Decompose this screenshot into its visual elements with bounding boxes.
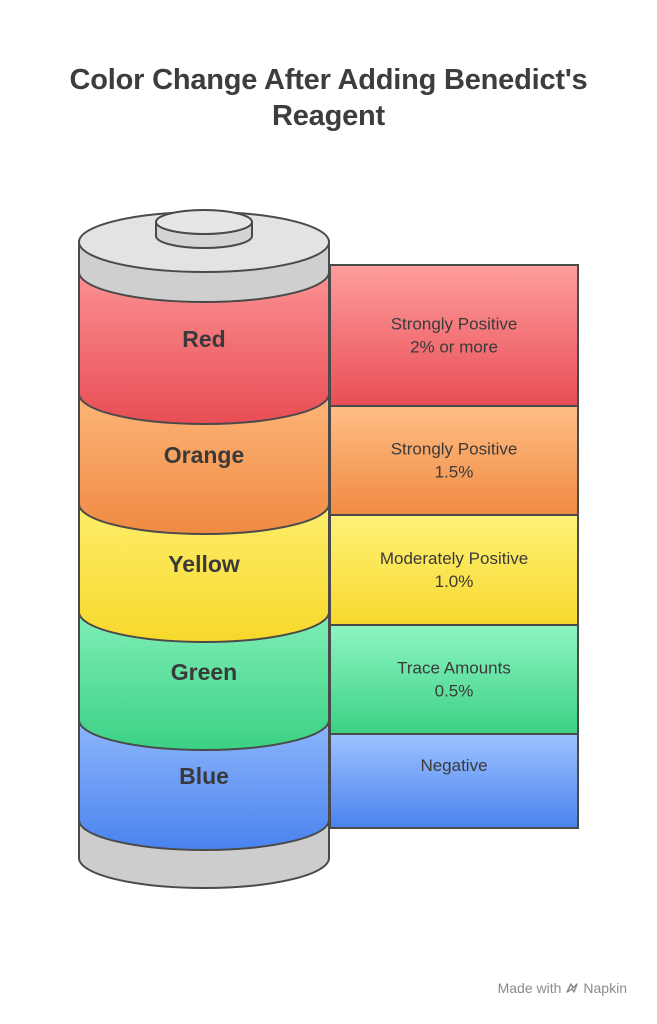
color-label-red: Red — [182, 326, 225, 352]
amount-label-orange: 1.5% — [435, 463, 474, 482]
color-label-yellow: Yellow — [168, 551, 240, 577]
made-with-label: Made with — [497, 980, 562, 996]
napkin-logo-icon — [566, 983, 579, 993]
page-title: Color Change After Adding Benedict's Rea… — [0, 62, 657, 134]
cylinder-terminal-top — [155, 209, 253, 235]
result-panel-red — [329, 264, 579, 407]
result-label-green: Trace Amounts — [397, 659, 511, 678]
result-panel-yellow — [329, 514, 579, 626]
brand-label: Napkin — [583, 980, 627, 996]
color-label-green: Green — [171, 659, 237, 685]
result-label-blue: Negative — [420, 756, 487, 775]
result-panel-blue — [329, 733, 579, 829]
footer-attribution: Made with Napkin — [498, 980, 627, 996]
color-label-orange: Orange — [164, 442, 245, 468]
amount-label-yellow: 1.0% — [435, 572, 474, 591]
result-panel-orange — [329, 405, 579, 516]
color-label-blue: Blue — [179, 763, 229, 789]
result-label-orange: Strongly Positive — [391, 440, 518, 459]
amount-label-red: 2% or more — [410, 338, 498, 357]
result-panel-green — [329, 624, 579, 735]
amount-label-green: 0.5% — [435, 682, 474, 701]
result-label-red: Strongly Positive — [391, 315, 518, 334]
title-line-2: Reagent — [271, 100, 385, 132]
title-line-1: Color Change After Adding Benedict's — [69, 64, 588, 96]
result-label-yellow: Moderately Positive — [380, 549, 528, 568]
